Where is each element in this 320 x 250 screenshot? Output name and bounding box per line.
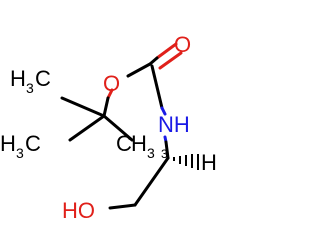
carbonyl-double-bond-c bbox=[148, 56, 159, 66]
nitrogen-symbol: N bbox=[158, 112, 174, 137]
alpha-hydrogen-label: H bbox=[201, 150, 217, 175]
carbonyl-nitrogen-bond-n bbox=[160, 106, 167, 116]
ester-oxygen-label: O bbox=[103, 71, 120, 96]
methyl-2-h: H bbox=[0, 131, 16, 156]
methyl-group-2-label: H bbox=[0, 131, 16, 156]
tertbutyl-methyl-bond-1 bbox=[60, 96, 106, 118]
methyl-group-3-carbon: C bbox=[116, 131, 132, 156]
hydroxyl-label: HO bbox=[62, 198, 95, 223]
methyl-group-3-subscript: 3 bbox=[147, 145, 155, 161]
hydroxyl-oxygen: O bbox=[78, 198, 95, 223]
alpha-ch2-bond bbox=[133, 156, 170, 207]
carbonyl-double-bond-b bbox=[158, 51, 183, 70]
atom-labels: O O NH HO H 3 H 3 C H 3 C C H 3 bbox=[0, 32, 217, 223]
nitrogen-label: NH bbox=[158, 112, 190, 137]
methyl-3-h: H bbox=[131, 131, 147, 156]
molecule-structure: O O NH HO H 3 H 3 C H 3 C C H 3 bbox=[0, 32, 217, 223]
methyl-group-2-subscript: 3 bbox=[16, 145, 24, 161]
hashed-wedge-bond bbox=[173, 154, 199, 170]
tertbutyl-methyl-bond-2 bbox=[68, 114, 106, 142]
hydroxyl-hydrogen: H bbox=[62, 198, 78, 223]
bonds bbox=[60, 42, 183, 210]
stereocenter-label: 3 bbox=[161, 147, 168, 161]
carbonyl-ester-bond bbox=[126, 62, 152, 78]
carbonyl-nitrogen-bond bbox=[150, 64, 164, 110]
nitrogen-hydrogen: H bbox=[174, 112, 190, 137]
carbonyl-double-bond-a bbox=[155, 42, 178, 60]
tertbutyl-methyl-bond-3 bbox=[102, 114, 134, 142]
methyl-group-1-carbon: C bbox=[35, 66, 51, 91]
ester-tertbutyl-bond bbox=[102, 96, 110, 118]
carbonyl-oxygen-label: O bbox=[174, 32, 191, 57]
methyl-group-2-carbon: C bbox=[25, 131, 41, 156]
ch2-hydroxyl-bond bbox=[108, 203, 137, 210]
methyl-group-1-subscript: 3 bbox=[26, 80, 34, 96]
methyl-group-3-label: H bbox=[131, 131, 147, 156]
nitrogen-alpha-bond bbox=[164, 140, 170, 160]
methyl-group-1-label: H bbox=[10, 66, 26, 91]
methyl-1-h: H bbox=[10, 66, 26, 91]
